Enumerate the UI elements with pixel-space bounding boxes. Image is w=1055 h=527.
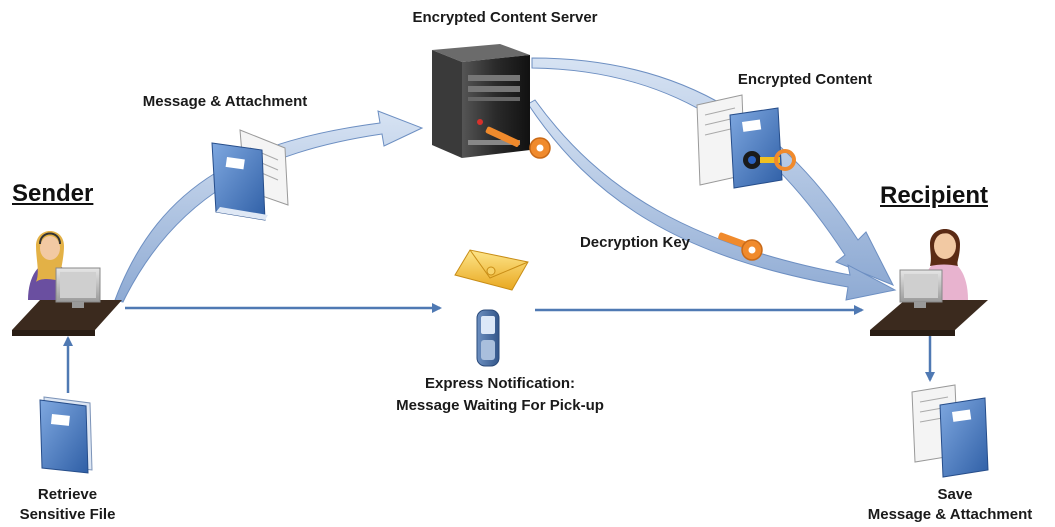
save-file-icon [911, 384, 989, 478]
retrieve-label-line2: Sensitive File [19, 506, 116, 523]
key-icon-encrypted [760, 149, 796, 171]
arrow-sender-to-server [114, 110, 424, 303]
notification-label-line2: Message Waiting For Pick-up [396, 397, 604, 414]
encrypted-content-icon [696, 94, 783, 189]
encrypted-content-label: Encrypted Content [737, 71, 873, 88]
envelope-icon [454, 249, 529, 291]
server-label: Encrypted Content Server [412, 9, 598, 26]
sender-person-icon [12, 231, 122, 336]
retrieve-file-icon [39, 396, 93, 474]
phone-icon [476, 309, 500, 367]
recipient-person-icon [870, 229, 988, 336]
save-label-line1: Save [937, 486, 973, 503]
decryption-key-label: Decryption Key [579, 234, 691, 251]
notification-label-line1: Express Notification: [424, 375, 576, 392]
message-attachment-icon [211, 129, 289, 221]
save-label-line2: Message & Attachment [867, 506, 1033, 523]
recipient-label: Recipient [880, 182, 989, 209]
server-icon [432, 44, 530, 158]
message-attachment-label: Message & Attachment [142, 93, 308, 110]
arrow-key-to-recipient [527, 99, 897, 301]
sender-label: Sender [12, 180, 94, 207]
retrieve-label-line1: Retrieve [37, 486, 98, 503]
key-icon-server [485, 126, 551, 159]
key-icon-decryption [718, 232, 763, 261]
